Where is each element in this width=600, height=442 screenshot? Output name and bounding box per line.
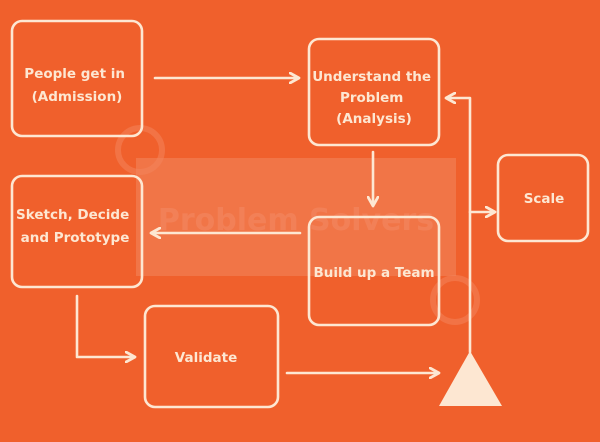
team-label-line-1: Build up a Team	[313, 265, 434, 281]
team-label: Build up a Team	[313, 265, 434, 281]
analysis-label-line-1: Understand the	[312, 69, 431, 85]
watermark-flask-icon	[115, 125, 165, 175]
team-box	[307, 215, 441, 327]
admission-box	[10, 19, 144, 138]
sketch-label-line-1: Sketch, Decide	[16, 207, 129, 223]
scale-box	[496, 153, 590, 243]
scale-label: Scale	[524, 191, 565, 207]
watermark-molecule-icon	[430, 275, 480, 325]
scale-up-triangle-icon	[439, 351, 502, 406]
sketch-label: Sketch, Decide and Prototype	[16, 207, 134, 246]
analysis-label: Understand the Problem (Analysis)	[312, 69, 436, 127]
arrow-sketch-to-validate	[75, 294, 134, 357]
admission-label-line-1: People get in	[24, 66, 125, 82]
scale-label-line-1: Scale	[524, 191, 565, 207]
validate-label-line-1: Validate	[175, 350, 237, 366]
admission-label-line-2: (Admission)	[32, 89, 123, 105]
sketch-box	[10, 174, 144, 289]
analysis-box	[307, 37, 441, 147]
analysis-label-line-3: (Analysis)	[336, 111, 412, 127]
validate-label: Validate	[175, 350, 237, 366]
sketch-label-line-2: and Prototype	[21, 230, 130, 246]
validate-box	[143, 304, 280, 409]
arrow-scale-up-to-analysis	[447, 98, 472, 354]
admission-label: People get in (Admission)	[24, 66, 129, 105]
analysis-label-line-2: Problem	[340, 90, 403, 106]
